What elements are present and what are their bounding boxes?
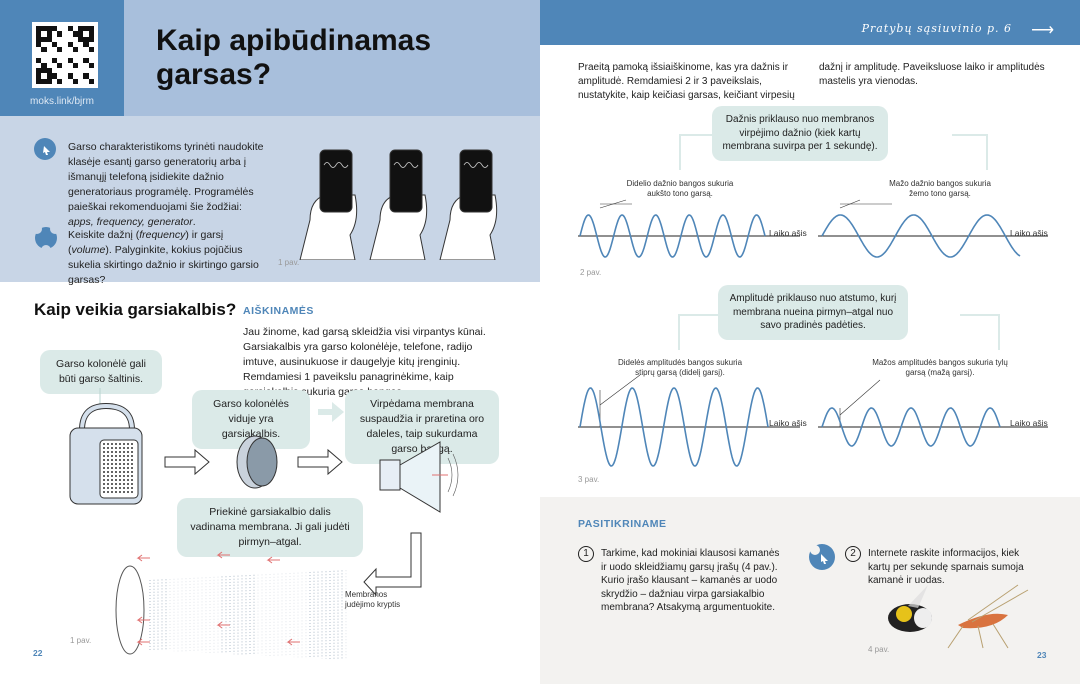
workbook-link[interactable]: Pratybų sąsiuvinio p. 6 bbox=[861, 22, 1012, 35]
time-axis-label: Laiko ašis bbox=[1010, 228, 1048, 238]
bumblebee-mosquito-illustration bbox=[888, 584, 1029, 649]
membrane-direction-label: Membranos judėjimo kryptis bbox=[345, 590, 401, 609]
qr-code[interactable] bbox=[32, 22, 98, 88]
info-text-2: Keiskite dažnį (frequency) ir garsį (vol… bbox=[68, 229, 259, 286]
question-2: Internete raskite informacijos, kiek kar… bbox=[868, 548, 1024, 586]
info-text-1: Garso charakteristikoms tyrinėti naudoki… bbox=[68, 141, 264, 228]
bubble-inside: Garso kolonėlės viduje yra garsiakalbis. bbox=[192, 390, 310, 449]
header-bar bbox=[540, 0, 1080, 45]
time-axis-label: Laiko ašis bbox=[1010, 418, 1048, 428]
intro-text: Praeitą pamoką išsiaiškinome, kas yra da… bbox=[578, 62, 1045, 101]
low-amplitude-label: Mažos amplitudės bangos sukuria tylų gar… bbox=[872, 358, 1008, 377]
low-amplitude-wave bbox=[821, 407, 1001, 447]
title-band bbox=[124, 0, 540, 116]
frequency-bubble: Dažnis priklauso nuo membranos virpėjimo… bbox=[712, 106, 888, 161]
check-section bbox=[540, 497, 1080, 684]
figure-caption: 1 pav. bbox=[70, 636, 92, 645]
page-title: Kaip apibūdinamas garsas? bbox=[156, 24, 432, 91]
phones-illustration bbox=[299, 149, 498, 260]
time-axis-label: Laiko ašis bbox=[769, 228, 807, 238]
section-label: PASITIKRINAME bbox=[578, 518, 667, 530]
figure-caption: 1 pav. bbox=[278, 258, 300, 267]
section-title: Kaip veikia garsiakalbis? bbox=[34, 300, 237, 319]
page-number: 22 bbox=[33, 648, 43, 658]
arrow-right-icon[interactable]: ⟶ bbox=[1031, 22, 1054, 39]
bubble-membrane: Priekinė garsiakalbio dalis vadinama mem… bbox=[177, 498, 363, 557]
low-frequency-wave bbox=[821, 214, 1021, 258]
question-number: 2 bbox=[845, 546, 861, 562]
figure-caption: 2 pav. bbox=[580, 268, 602, 277]
high-frequency-label: Didelio dažnio bangos sukuria aukšto ton… bbox=[626, 179, 734, 198]
cursor-icon bbox=[34, 138, 56, 160]
section-label: AIŠKINAMĖS bbox=[243, 305, 314, 317]
high-amplitude-label: Didelės amplitudės bangos sukuria stiprų… bbox=[617, 358, 743, 377]
question-1: Tarkime, kad mokiniai klausosi kamanės i… bbox=[601, 548, 780, 613]
amplitude-bubble: Amplitudė priklauso nuo atstumo, kurį me… bbox=[718, 285, 908, 340]
experiment-icon bbox=[32, 224, 60, 255]
speaker-illustration bbox=[69, 388, 459, 660]
figure-caption: 4 pav. bbox=[868, 645, 890, 654]
cursor-icon bbox=[809, 544, 835, 570]
figure-caption: 3 pav. bbox=[578, 475, 600, 484]
question-number: 1 bbox=[578, 546, 594, 562]
time-axis-label: Laiko ašis bbox=[769, 418, 807, 428]
page-number: 23 bbox=[1037, 650, 1047, 660]
bubble-vibrating: Virpėdama membrana suspaudžia ir prareti… bbox=[345, 390, 499, 464]
qr-link[interactable]: moks.link/bjrm bbox=[30, 96, 94, 107]
bubble-speaker: Garso kolonėlė gali būti garso šaltinis. bbox=[40, 350, 162, 394]
low-frequency-label: Mažo dažnio bangos sukuria žemo tono gar… bbox=[889, 179, 991, 198]
high-amplitude-wave bbox=[579, 387, 769, 467]
high-frequency-wave bbox=[579, 214, 766, 258]
